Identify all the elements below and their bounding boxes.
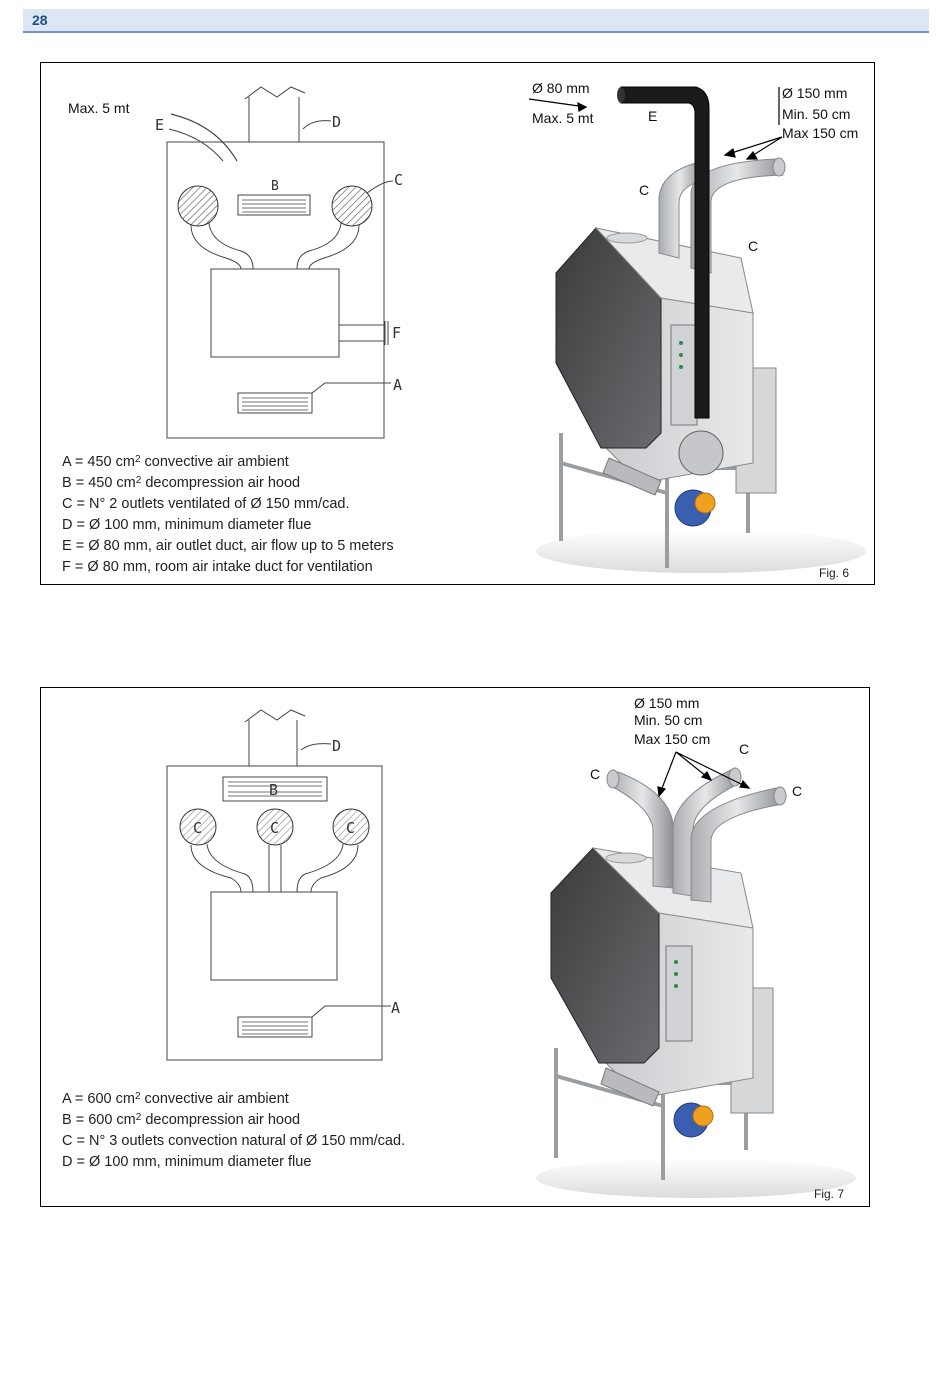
legend-line: C = N° 3 outlets convection natural of Ø… [62, 1131, 405, 1152]
outlet-left [179, 808, 217, 846]
label-c-left: C [193, 819, 202, 837]
legend-text: C = N° 2 outlets ventilated of Ø 150 mm/… [62, 496, 350, 512]
outlet-center [256, 808, 294, 846]
fig6-stove-illustration [528, 86, 866, 573]
figure-6-drawing: E D C B F A [155, 86, 866, 573]
outlet-left [177, 185, 219, 227]
legend-line: B = 600 cm2 decompression air hood [62, 1110, 405, 1131]
outlet-right [332, 808, 370, 846]
label-c: C [394, 171, 403, 189]
stove-outline [166, 765, 383, 1061]
label-a: A [391, 999, 400, 1017]
outlet-right [331, 185, 373, 227]
duct-f [339, 321, 389, 345]
photo-label-e: E [648, 108, 658, 124]
legend-line: B = 450 cm2 decompression air hood [62, 473, 394, 494]
duct-max-label: Max. 5 mt [532, 110, 594, 126]
grille-a [237, 1016, 313, 1038]
leader-a [311, 1005, 391, 1018]
label-a: A [393, 376, 402, 394]
legend-superscript: 2 [134, 454, 141, 465]
fig7-schematic [166, 709, 391, 1061]
legend-line: C = N° 2 outlets ventilated of Ø 150 mm/… [62, 494, 394, 515]
outlet-diameter-label: Ø 150 mm [634, 695, 700, 711]
figure-7: D B C C C A [40, 687, 870, 1207]
legend-superscript: 2 [135, 1112, 142, 1123]
label-b: B [271, 179, 279, 194]
legend-text: B = 600 cm [62, 1112, 136, 1128]
hood-b [222, 776, 328, 802]
legend-text: E = Ø 80 mm, air outlet duct, air flow u… [62, 538, 394, 554]
outlet-min-label: Min. 50 cm [634, 712, 703, 728]
legend-text: D = Ø 100 mm, minimum diameter flue [62, 1154, 312, 1170]
legend-text: A = 600 cm [62, 1091, 135, 1107]
legend-text: decompression air hood [141, 1112, 301, 1128]
leader-d [302, 120, 332, 130]
grille-a [237, 392, 313, 414]
figure-7-drawing: D B C C C A [166, 709, 856, 1198]
legend-superscript: 2 [135, 475, 142, 486]
label-e: E [155, 116, 164, 134]
leader-a [311, 382, 391, 394]
outlet-min-label: Min. 50 cm [782, 106, 851, 122]
outlet-diameter-label: Ø 150 mm [782, 85, 848, 101]
legend-text: F = Ø 80 mm, room air intake duct for ve… [62, 559, 373, 575]
label-d: D [332, 737, 341, 755]
duct-e [170, 113, 238, 162]
fire-box [210, 891, 338, 981]
leader-c [366, 180, 394, 194]
page-header: 28 [23, 9, 929, 33]
outlet-max-label: Max 150 cm [782, 125, 859, 141]
legend-text: A = 450 cm [62, 454, 135, 470]
duct-diameter-label: Ø 80 mm [532, 80, 590, 96]
figure-6: E D C B F A [40, 62, 875, 585]
outlet-max-label: Max 150 cm [634, 731, 711, 747]
legend-line: D = Ø 100 mm, minimum diameter flue [62, 1152, 405, 1173]
legend-text: D = Ø 100 mm, minimum diameter flue [62, 517, 312, 533]
photo-label-c-right: C [792, 783, 803, 799]
legend-line: D = Ø 100 mm, minimum diameter flue [62, 515, 394, 536]
photo-label-c-top: C [739, 741, 750, 757]
legend-line: E = Ø 80 mm, air outlet duct, air flow u… [62, 536, 394, 557]
legend-line: F = Ø 80 mm, room air intake duct for ve… [62, 557, 394, 578]
figure-6-caption: Fig. 6 [819, 566, 850, 580]
legend-text: C = N° 3 outlets convection natural of Ø… [62, 1133, 406, 1149]
label-b: B [269, 781, 278, 799]
flue-pipe [244, 86, 306, 142]
legend-text: convective air ambient [140, 1091, 289, 1107]
fig6-schematic [166, 86, 394, 439]
photo-label-c-right: C [748, 238, 759, 254]
stove-outline [166, 141, 385, 439]
legend-line: A = 450 cm2 convective air ambient [62, 452, 394, 473]
legend-line: A = 600 cm2 convective air ambient [62, 1089, 405, 1110]
hood-b [237, 194, 311, 216]
label-f: F [392, 324, 401, 342]
label-c-right: C [346, 819, 355, 837]
legend-text: B = 450 cm [62, 475, 136, 491]
flue-pipe [244, 709, 306, 766]
legend-text: decompression air hood [141, 475, 301, 491]
fire-box [210, 268, 340, 358]
photo-label-c-left: C [639, 182, 650, 198]
legend-text: convective air ambient [140, 454, 289, 470]
fig7-stove-illustration [536, 751, 856, 1198]
label-d: D [332, 113, 341, 131]
diagram-max-label: Max. 5 mt [68, 100, 130, 116]
photo-label-c-left: C [590, 766, 601, 782]
leader-d [300, 743, 332, 751]
label-c-center: C [270, 819, 279, 837]
figure-7-caption: Fig. 7 [814, 1187, 845, 1201]
legend-superscript: 2 [134, 1091, 141, 1102]
page-number: 28 [32, 12, 48, 28]
